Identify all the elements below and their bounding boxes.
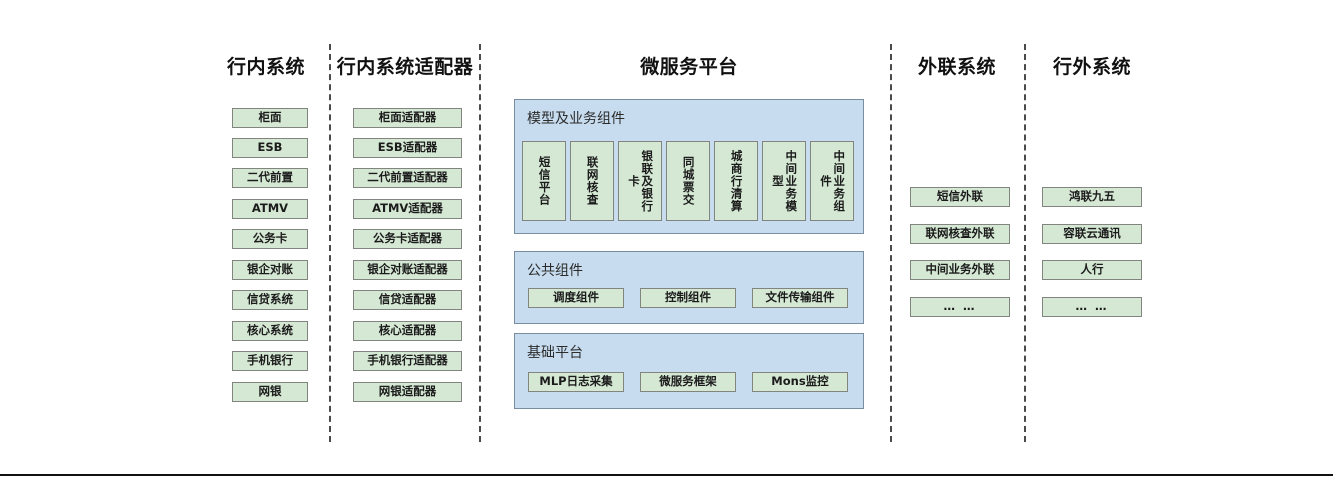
node-inbank-adapter-7[interactable]: 核心适配器 [353,321,462,341]
panel-base-platform: 基础平台 [514,333,864,409]
node-inbank-3[interactable]: ATMV [232,199,308,219]
node-outside-bank-1[interactable]: 容联云通讯 [1042,224,1142,244]
node-model-business-1[interactable]: 联网核查 [570,141,614,221]
node-external-link-2[interactable]: 中间业务外联 [910,260,1010,280]
panel-public-components: 公共组件 [514,251,864,324]
node-inbank-adapter-3[interactable]: ATMV适配器 [353,199,462,219]
node-model-business-6[interactable]: 中间业务组件 [810,141,854,221]
node-external-link-1[interactable]: 联网核查外联 [910,224,1010,244]
panel-title-base-platform: 基础平台 [527,345,583,361]
node-external-link-0[interactable]: 短信外联 [910,187,1010,207]
divider-1 [329,44,331,442]
node-inbank-adapter-9[interactable]: 网银适配器 [353,382,462,402]
node-inbank-4[interactable]: 公务卡 [232,229,308,249]
node-inbank-1[interactable]: ESB [232,138,308,158]
node-inbank-8[interactable]: 手机银行 [232,351,308,371]
node-inbank-adapter-5[interactable]: 银企对账适配器 [353,260,462,280]
node-inbank-9[interactable]: 网银 [232,382,308,402]
panel-title-public-components: 公共组件 [527,263,583,279]
node-inbank-adapter-6[interactable]: 信贷适配器 [353,290,462,310]
node-outside-bank-0[interactable]: 鸿联九五 [1042,187,1142,207]
node-model-business-2[interactable]: 银联及银行卡 [618,141,662,221]
node-inbank-6[interactable]: 信贷系统 [232,290,308,310]
node-model-business-5[interactable]: 中间业务模型 [762,141,806,221]
node-inbank-adapter-4[interactable]: 公务卡适配器 [353,229,462,249]
node-base-platform-1[interactable]: 微服务框架 [640,372,736,392]
node-outside-bank-3[interactable]: … … [1042,297,1142,317]
node-base-platform-2[interactable]: Mons监控 [752,372,848,392]
panel-title-model-business: 模型及业务组件 [527,111,625,127]
node-inbank-2[interactable]: 二代前置 [232,168,308,188]
column-title-inbank: 行内系统 [226,56,305,78]
divider-4 [1024,44,1026,442]
bottom-rule [0,474,1333,476]
divider-3 [890,44,892,442]
node-inbank-7[interactable]: 核心系统 [232,321,308,341]
column-title-external-link: 外联系统 [917,56,996,78]
column-title-inbank-adapter: 行内系统适配器 [336,56,474,78]
column-title-outside-bank: 行外系统 [1052,56,1131,78]
node-inbank-5[interactable]: 银企对账 [232,260,308,280]
node-external-link-3[interactable]: … … [910,297,1010,317]
node-inbank-adapter-1[interactable]: ESB适配器 [353,138,462,158]
node-model-business-4[interactable]: 城商行清算 [714,141,758,221]
node-inbank-0[interactable]: 柜面 [232,108,308,128]
node-public-components-2[interactable]: 文件传输组件 [752,288,848,308]
node-inbank-adapter-2[interactable]: 二代前置适配器 [353,168,462,188]
node-model-business-3[interactable]: 同城票交 [666,141,710,221]
node-inbank-adapter-0[interactable]: 柜面适配器 [353,108,462,128]
node-public-components-1[interactable]: 控制组件 [640,288,736,308]
node-public-components-0[interactable]: 调度组件 [528,288,624,308]
node-outside-bank-2[interactable]: 人行 [1042,260,1142,280]
divider-2 [479,44,481,442]
column-title-microservice: 微服务平台 [640,56,738,78]
node-inbank-adapter-8[interactable]: 手机银行适配器 [353,351,462,371]
node-model-business-0[interactable]: 短信平台 [522,141,566,221]
node-base-platform-0[interactable]: MLP日志采集 [528,372,624,392]
